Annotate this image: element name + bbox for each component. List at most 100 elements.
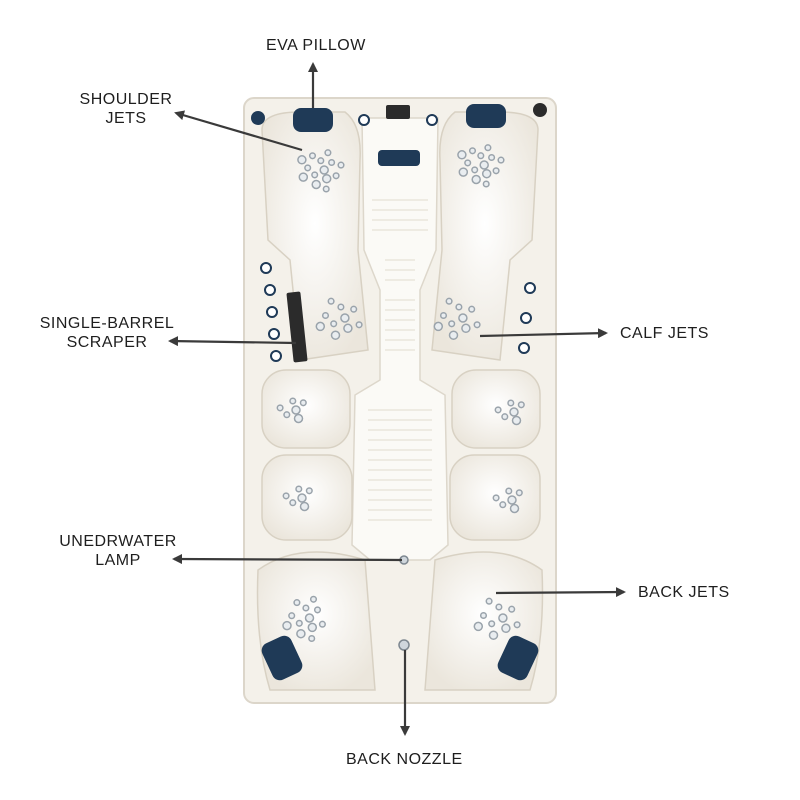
shoulder-jet xyxy=(464,159,472,167)
back-jet xyxy=(513,621,521,629)
calf-jet xyxy=(448,330,459,340)
calf-jet xyxy=(473,321,481,329)
calf-jet xyxy=(350,305,358,313)
calf-jet xyxy=(355,321,363,329)
back-jet xyxy=(501,623,511,634)
label-underwater-lamp: UNEDRWATER LAMP xyxy=(56,532,180,570)
label-back-jets: BACK JETS xyxy=(638,583,730,602)
label-scraper-line2: SCRAPER xyxy=(66,334,148,351)
label-eva-pillow: EVA PILLOW xyxy=(266,36,366,55)
seat-jet xyxy=(499,501,507,509)
back-jet xyxy=(295,619,303,627)
pillow-bottom-left xyxy=(261,635,303,681)
seat-left-lower xyxy=(261,454,353,541)
eva-pillow-left xyxy=(293,108,333,132)
seat-jet xyxy=(299,501,310,512)
back-jet xyxy=(309,595,318,603)
label-shoulder-jets-line1: SHOULDER xyxy=(79,91,173,108)
label-lamp-line1: UNEDRWATER xyxy=(59,533,177,550)
label-shoulder-jets: SHOULDER JETS xyxy=(78,90,174,128)
seat-jet xyxy=(494,406,502,414)
seat-jet xyxy=(289,499,297,507)
shoulder-jet xyxy=(471,166,479,174)
shoulder-jet xyxy=(497,156,505,164)
back-jet xyxy=(508,605,516,613)
shoulder-jet xyxy=(458,167,469,177)
seat-jet xyxy=(509,407,519,417)
shoulder-jet xyxy=(308,152,317,160)
seat-jet xyxy=(511,415,522,426)
label-back-jets-text: BACK JETS xyxy=(638,584,730,601)
seat-jet xyxy=(501,413,509,421)
seat-jet xyxy=(505,487,513,495)
shoulder-jet xyxy=(484,144,492,152)
shoulder-jet xyxy=(321,173,332,184)
seat-jet xyxy=(289,397,297,405)
seat-jet xyxy=(305,487,313,495)
side-fittings-left xyxy=(260,262,282,362)
shoulder-jet xyxy=(332,172,340,180)
label-calf-jets: CALF JETS xyxy=(620,324,709,343)
back-jet xyxy=(473,621,484,632)
back-jet xyxy=(498,613,508,623)
fitting-top-mid-left xyxy=(358,114,370,126)
seat-jet xyxy=(276,404,284,412)
back-jet xyxy=(488,630,499,640)
shoulder-jet xyxy=(298,172,309,182)
calf-jet xyxy=(433,321,444,332)
shoulder-jet xyxy=(488,153,496,162)
seat-jet xyxy=(282,492,290,500)
back-jet xyxy=(495,603,503,611)
back-jet xyxy=(282,620,292,631)
calf-jet xyxy=(321,311,330,320)
seat-jet xyxy=(515,489,523,497)
shoulder-jet xyxy=(297,155,307,165)
back-jet xyxy=(485,597,493,605)
fitting-top-right xyxy=(533,103,547,117)
calf-jet xyxy=(343,323,353,334)
seat-jet xyxy=(492,494,500,502)
calf-jet xyxy=(439,311,448,320)
seat-jet xyxy=(299,399,307,407)
arrow-shoulder-jets xyxy=(174,110,303,152)
seat-jet xyxy=(295,485,303,493)
back-nozzle xyxy=(398,639,410,651)
shoulder-jet xyxy=(311,171,319,179)
back-jet xyxy=(479,611,488,620)
shoulder-jet xyxy=(304,164,312,172)
back-jet xyxy=(288,612,296,620)
eva-pillow-right xyxy=(466,104,506,128)
seat-jet xyxy=(507,399,515,407)
shoulder-jet xyxy=(322,185,330,193)
shoulder-jet xyxy=(337,161,345,169)
seat-jet xyxy=(291,405,301,415)
arrow-underwater-lamp xyxy=(172,554,403,565)
control-panel xyxy=(386,105,410,119)
seat-jet xyxy=(507,495,517,505)
calf-jet xyxy=(337,303,345,311)
seat-jet xyxy=(297,493,307,503)
back-jet xyxy=(318,620,326,628)
back-jet xyxy=(307,622,318,633)
calf-jet xyxy=(455,303,463,311)
back-jet xyxy=(313,606,322,614)
back-jet xyxy=(302,604,310,612)
calf-jet xyxy=(330,330,341,340)
seat-jet xyxy=(509,503,520,514)
back-jet xyxy=(304,613,315,623)
seat-jet xyxy=(517,401,525,409)
seat-left-upper xyxy=(261,369,351,449)
back-jet xyxy=(296,628,306,639)
shoulder-jet xyxy=(482,180,490,188)
shoulder-jet xyxy=(492,167,500,175)
arrow-calf-jets xyxy=(479,328,608,339)
calf-jet xyxy=(330,320,338,328)
step-ribs xyxy=(368,199,432,521)
shoulder-jet xyxy=(479,160,489,170)
back-jet xyxy=(293,599,301,607)
back-jet xyxy=(488,620,496,628)
seat-jet xyxy=(293,413,304,424)
right-recliner-seat xyxy=(431,111,539,361)
label-lamp-line2: LAMP xyxy=(95,552,141,569)
